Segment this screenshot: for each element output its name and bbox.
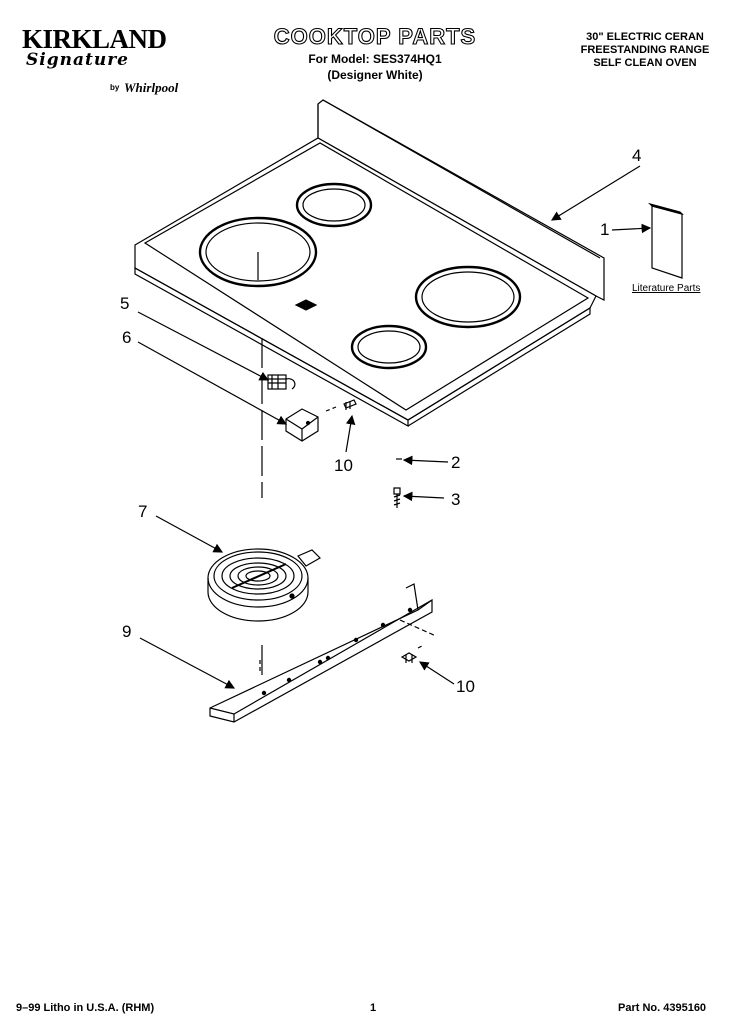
leader-3: [402, 491, 445, 502]
screw-10b: [400, 652, 418, 663]
callout-10a: 10: [334, 456, 353, 475]
screw-10a: [343, 399, 357, 410]
burner-small-rear: [295, 182, 373, 228]
bracket: [285, 408, 319, 442]
leader-7: [155, 515, 224, 553]
burner-small-front: [350, 324, 428, 370]
brand-name: KIRKLAND: [22, 24, 167, 54]
callout-2: 2: [451, 453, 461, 472]
leader-5: [137, 311, 270, 381]
brand-script: Signature: [26, 50, 129, 70]
description-line-1: 30" ELECTRIC CERAN: [586, 31, 704, 43]
callout-9: 9: [122, 622, 132, 641]
callout-6: 6: [122, 328, 132, 347]
surface-element: [207, 548, 321, 622]
callout-7: 7: [138, 502, 148, 521]
leader-2: [402, 455, 449, 466]
literature-parts-label: Literature Parts: [632, 283, 701, 294]
model-variant: (Designer White): [327, 68, 423, 82]
footer-litho: 9–99 Litho in U.S.A. (RHM): [16, 1002, 155, 1014]
callout-4: 4: [632, 146, 642, 165]
brand-by: by: [110, 83, 120, 92]
hot-surface-indicator: [294, 299, 318, 311]
manufacturer-logo: Whirlpool: [124, 80, 179, 95]
leader-9: [139, 637, 236, 689]
callout-5: 5: [120, 294, 130, 313]
callout-10b: 10: [456, 677, 475, 696]
leader-6: [137, 341, 288, 425]
indicator-light: [267, 374, 296, 390]
burner-large-right: [414, 265, 522, 329]
support-bar: [209, 583, 433, 723]
cooktop-glass: [134, 99, 605, 428]
appliance-description: 30" ELECTRIC CERAN FREESTANDING RANGE SE…: [560, 31, 730, 70]
screw-3: [393, 487, 401, 508]
leader-4: [550, 165, 641, 221]
model-line: For Model: SES374HQ1: [308, 52, 442, 66]
description-line-2: FREESTANDING RANGE: [580, 44, 710, 56]
footer-page-number: 1: [370, 1002, 377, 1014]
burner-large-left: [198, 216, 318, 288]
callout-3: 3: [451, 490, 461, 509]
footer-part-number: Part No. 4395160: [618, 1002, 707, 1014]
leader-10b: [418, 661, 455, 685]
literature-parts: [647, 202, 685, 279]
page-title: COOKTOP PARTS: [273, 23, 477, 49]
description-line-3: SELF CLEAN OVEN: [593, 57, 697, 69]
leader-10a: [345, 414, 356, 453]
callout-1: 1: [600, 220, 610, 239]
leader-1: [611, 223, 652, 234]
